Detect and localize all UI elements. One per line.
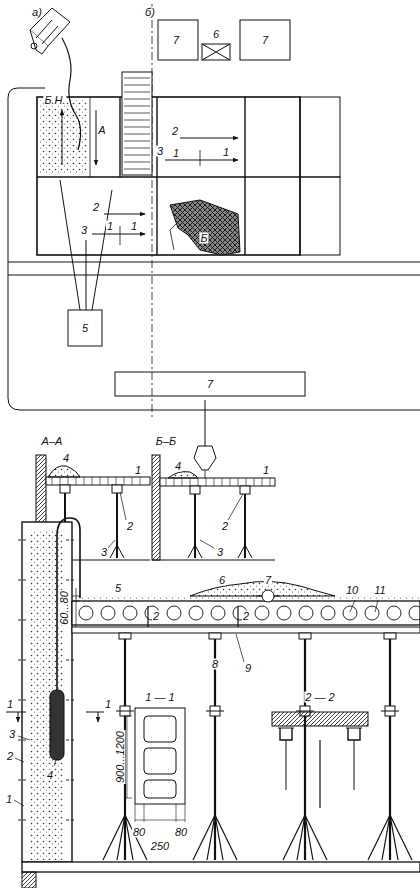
callout-number: 80: [132, 827, 146, 838]
callout-number: 9: [244, 663, 252, 674]
callout-number: 2: [92, 202, 100, 213]
callout-number: Б–Б: [155, 436, 177, 447]
callout-number: 2: [171, 126, 179, 137]
callout-number: 1: [134, 465, 142, 476]
callout-number: 250: [150, 841, 170, 852]
callout-number: 1: [262, 465, 270, 476]
callout-number: А: [97, 125, 106, 136]
callout-number: 3: [100, 547, 108, 558]
callout-number: 2: [6, 751, 14, 762]
dimension-text: 900...1200: [115, 730, 126, 784]
callout-number: 4: [46, 770, 54, 781]
callout-number: 3: [80, 225, 88, 236]
callout-number: 3: [156, 146, 164, 157]
callout-number: 8: [211, 659, 219, 670]
callout-number: 3: [216, 547, 224, 558]
callout-number: 4: [62, 453, 70, 464]
callout-number: 10: [345, 585, 359, 596]
callout-number: 2: [242, 611, 250, 622]
callout-number: 7: [261, 35, 269, 46]
callout-number: 7: [172, 35, 180, 46]
callout-number: 2: [126, 521, 134, 532]
callout-number: 2: [221, 521, 229, 532]
callout-number: 80: [174, 827, 188, 838]
callout-number: Б.Н.: [43, 95, 66, 106]
callout-number: 1: [5, 794, 13, 805]
callout-number: 2 — 2: [304, 692, 335, 703]
callout-number: А–А: [41, 436, 64, 447]
callout-number: 1: [172, 148, 180, 159]
callout-number: 3: [8, 729, 16, 740]
callout-number: Б: [199, 233, 208, 244]
dimension-text: 60...80: [59, 590, 70, 626]
callout-number: 5: [114, 583, 122, 594]
callout-number: 1: [130, 221, 138, 232]
callout-number: 6: [218, 575, 226, 586]
callout-number: 1: [104, 699, 112, 710]
callout-number: 1: [106, 221, 114, 232]
callout-number: 1 — 1: [144, 692, 175, 703]
callout-number: а): [31, 7, 43, 18]
callout-number: 2: [152, 611, 160, 622]
callout-number: 11: [373, 585, 386, 596]
callout-number: 7: [206, 379, 214, 390]
callout-number: 1: [222, 147, 230, 158]
callout-number: 4: [174, 461, 182, 472]
callout-number: 7: [264, 575, 272, 586]
callout-number: б): [144, 7, 156, 18]
callout-number: 5: [81, 323, 89, 334]
callout-number: 1: [6, 699, 14, 710]
callout-number: 6: [212, 29, 220, 40]
